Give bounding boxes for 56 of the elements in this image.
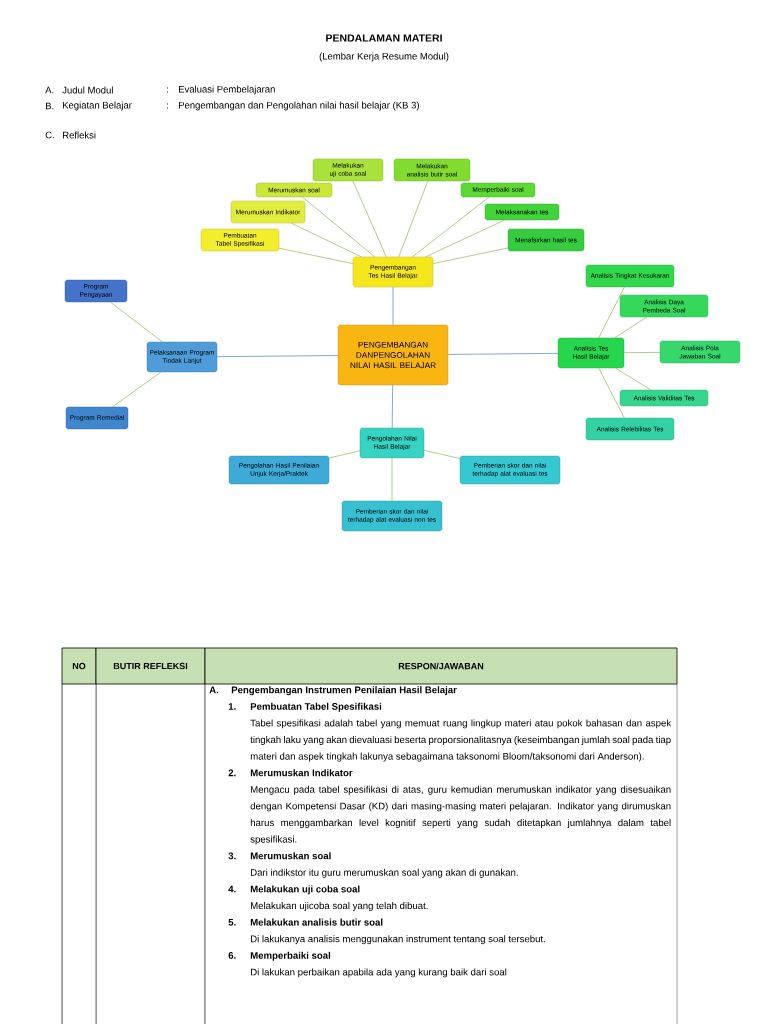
field-label: Kegiatan Belajar: [63, 101, 132, 111]
item-heading: Melakukan uji coba soal: [250, 885, 360, 895]
connector-line: [391, 384, 393, 429]
connector-line: [392, 286, 394, 326]
connector-line: [302, 196, 375, 258]
paragraph: Tabel spesifikasi adalah tabel yang memuat ruang lingkup materi atau pokok bahasan dan aspek tingkah laku yang akan dievaluasi beserta proporsionalitasnya (keseimbangan jumlah soal pada tiap materi dan aspek tingkah lakunya sebagaimana taksonomi Bloom/taksonomi dari Anderson).: [250, 719, 672, 762]
item-heading: Memperbaiki soal: [250, 951, 331, 961]
connector-line: [598, 367, 625, 419]
item-heading: Merumuskan Indikator: [250, 769, 353, 777]
item-heading: Melakukan analisis butir soal: [250, 918, 383, 926]
field-label: Judul Modul: [62, 86, 113, 94]
connector-line: [447, 353, 559, 355]
item-heading: Pembuatan Tabel Spesifikasi: [250, 702, 382, 712]
list-number: 1.: [228, 703, 236, 710]
paragraph: Melakukan ujicoba soal yang telah dibuat.: [251, 902, 428, 911]
connector-line: [112, 371, 162, 408]
connector-line: [623, 352, 661, 354]
header-cell: NO: [61, 647, 97, 685]
list-letter: A.: [209, 686, 219, 694]
paragraph: Dari indikstor itu guru merumuskan soal yang akan di gunakan.: [251, 868, 518, 878]
list-letter: A.: [45, 86, 54, 94]
connector-line: [432, 247, 509, 264]
connector-line: [423, 450, 461, 459]
connector-line: [598, 286, 625, 339]
list-number: 6.: [228, 952, 236, 959]
list-number: 3.: [228, 852, 236, 860]
connector-line: [290, 222, 362, 258]
paragraph: Di lakukanya analisis menggunakan instrument tentang soal tersebut.: [251, 935, 545, 945]
central-topic-box: PENGEMBANGAN DANPENGOLAHAN NILAI HASIL BELAJAR: [337, 324, 449, 386]
connector-line: [615, 367, 652, 391]
section-heading: Refleksi: [63, 131, 96, 139]
colon: :: [167, 103, 168, 109]
field-value: Pengembangan dan Pengolahan nilai hasil belajar (KB 3): [179, 101, 419, 111]
connector-line: [216, 355, 339, 358]
connector-line: [614, 316, 647, 339]
colon: :: [167, 87, 168, 93]
list-number: 5.: [228, 918, 236, 926]
field-value: Evaluasi Pembelajaran: [179, 85, 275, 95]
list-number: 4.: [228, 885, 236, 893]
connector-line: [328, 450, 361, 459]
paragraph: Mengacu pada tabel spesifikasi di atas, guru kemudian merumuskan indikator yang disesuaikan dengan Kompetensi Dasar (KD) dari masing-masing materi pelajaran. Indikator yang dirumuskan harus menggambarkan level kognitif seperti yang sudah ditetapkan jumlahnya dalam tabel spesifikasi.: [250, 785, 671, 845]
connector-line: [412, 196, 490, 258]
title: PENDALAMAN MATERI: [326, 34, 442, 42]
list-number: 2.: [228, 769, 236, 777]
subtitle: (Lembar Kerja Resume Modul): [319, 52, 449, 62]
connector-line: [110, 301, 163, 343]
connector-line: [398, 180, 429, 258]
list-letter: B.: [46, 102, 54, 110]
connector-line: [352, 180, 387, 258]
item-heading: Merumuskan soal: [250, 852, 331, 860]
list-letter: C.: [45, 131, 54, 139]
connector-line: [425, 219, 505, 258]
section-heading: Pengembangan Instrumen Penilaian Hasil Belajar: [231, 686, 457, 696]
connector-line: [391, 457, 393, 502]
connector-line: [278, 247, 354, 264]
paragraph: Di lakukan perbaikan apabila ada yang kurang baik dari soal: [251, 968, 507, 978]
